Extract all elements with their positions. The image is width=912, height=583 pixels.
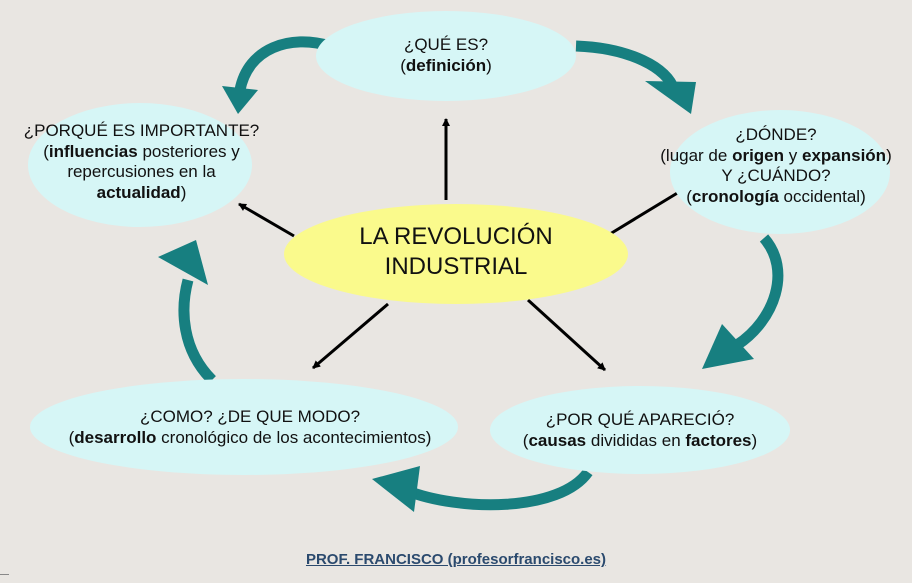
paren-open: ( <box>43 141 49 161</box>
paren-open: ( <box>68 427 75 447</box>
node-left-shape <box>28 103 252 227</box>
node-what-is-title: ¿QUÉ ES? <box>403 35 489 54</box>
node-center-shape <box>284 204 628 304</box>
text-rest: cronológico de los acontecimientos) <box>156 427 432 447</box>
node-what-is-detail: (definición) <box>316 56 576 77</box>
text-rest: occidental) <box>778 187 866 207</box>
node-why-important-line-2: (influencias posteriores y <box>0 142 283 163</box>
keyword-factores: factores <box>685 430 752 450</box>
center-line-1: LA REVOLUCIÓN <box>359 223 553 250</box>
spoke-arrow-bottom-left <box>312 302 389 370</box>
node-why-important-title: ¿PORQUÉ ES IMPORTANTE? <box>23 121 260 140</box>
spoke-arrow-right <box>609 187 685 236</box>
cycle-arrows <box>158 36 784 512</box>
cycle-arrow-right-to-bottom <box>733 234 784 350</box>
node-where-when: ¿DÓNDE? (lugar de origen y expansión) Y … <box>640 125 912 208</box>
node-how: ¿COMO? ¿DE QUE MODO? (desarrollo cronoló… <box>30 407 470 448</box>
node-when-detail: (cronología occidental) <box>640 187 912 208</box>
keyword-definicion: definición <box>405 55 487 75</box>
cycle-arrow-bottom-to-left <box>402 468 593 511</box>
node-how-title: ¿COMO? ¿DE QUE MODO? <box>139 407 361 426</box>
text-a: (lugar de <box>660 145 733 165</box>
node-where-detail: (lugar de origen y expansión) <box>640 146 912 167</box>
cycle-arrowhead-top-to-left <box>222 86 258 114</box>
spoke-arrows <box>238 118 685 372</box>
cycle-arrow-left-upward <box>178 278 217 384</box>
node-why-appeared-detail: (causas divididas en factores) <box>480 431 800 452</box>
spoke-arrow-left <box>238 202 295 238</box>
keyword-causas: causas <box>528 430 587 450</box>
paren-close: ) <box>751 430 758 450</box>
keyword-expansion: expansión <box>801 145 887 165</box>
node-how-detail: (desarrollo cronológico de los acontecim… <box>30 428 470 449</box>
text-mid: divididas en <box>586 430 686 450</box>
cycle-arrowhead-top-to-right <box>645 81 696 114</box>
center-line-2: INDUSTRIAL <box>384 253 528 280</box>
keyword-origen: origen <box>732 145 785 165</box>
node-shapes <box>28 11 890 475</box>
corner-mark <box>0 574 9 575</box>
paren-open: ( <box>400 55 406 75</box>
node-why-important: ¿PORQUÉ ES IMPORTANTE? (influencias post… <box>0 121 283 204</box>
paren-open: ( <box>686 187 692 207</box>
node-why-important-line-4: actualidad) <box>0 183 283 204</box>
keyword-actualidad: actualidad <box>96 183 181 203</box>
keyword-cronologia: cronología <box>691 187 779 207</box>
node-top-shape <box>316 11 576 101</box>
node-when-title: Y ¿CUÁNDO? <box>721 166 831 186</box>
text-rest: posteriores y <box>137 141 240 161</box>
node-why-important-line-3: repercusiones en la <box>67 162 216 182</box>
paren-close: ) <box>886 145 892 165</box>
node-right-shape <box>670 110 890 234</box>
keyword-desarrollo: desarrollo <box>74 427 157 447</box>
node-what-is: ¿QUÉ ES? (definición) <box>316 35 576 76</box>
cycle-arrow-top-to-left <box>234 36 332 92</box>
cycle-arrowhead-bottom-to-left <box>372 466 420 512</box>
node-bottom-right-shape <box>490 386 790 474</box>
paren-open: ( <box>522 430 529 450</box>
paren-close: ) <box>486 55 492 75</box>
node-why-appeared-title: ¿POR QUÉ APARECIÓ? <box>545 410 735 429</box>
node-bottom-left-shape <box>30 379 458 475</box>
node-why-appeared: ¿POR QUÉ APARECIÓ? (causas divididas en … <box>480 410 800 451</box>
cycle-arrowhead-left-upward <box>158 240 208 285</box>
node-where-title: ¿DÓNDE? <box>735 125 817 144</box>
text-c: y <box>784 145 802 165</box>
footer-credit: PROF. FRANCISCO (profesorfrancisco.es) <box>305 551 607 568</box>
center-node: LA REVOLUCIÓN INDUSTRIAL <box>286 222 626 282</box>
paren-close: ) <box>180 183 187 203</box>
spoke-arrow-bottom-right <box>526 298 607 372</box>
keyword-influencias: influencias <box>48 141 138 161</box>
cycle-arrowhead-right-to-bottom <box>702 324 754 369</box>
